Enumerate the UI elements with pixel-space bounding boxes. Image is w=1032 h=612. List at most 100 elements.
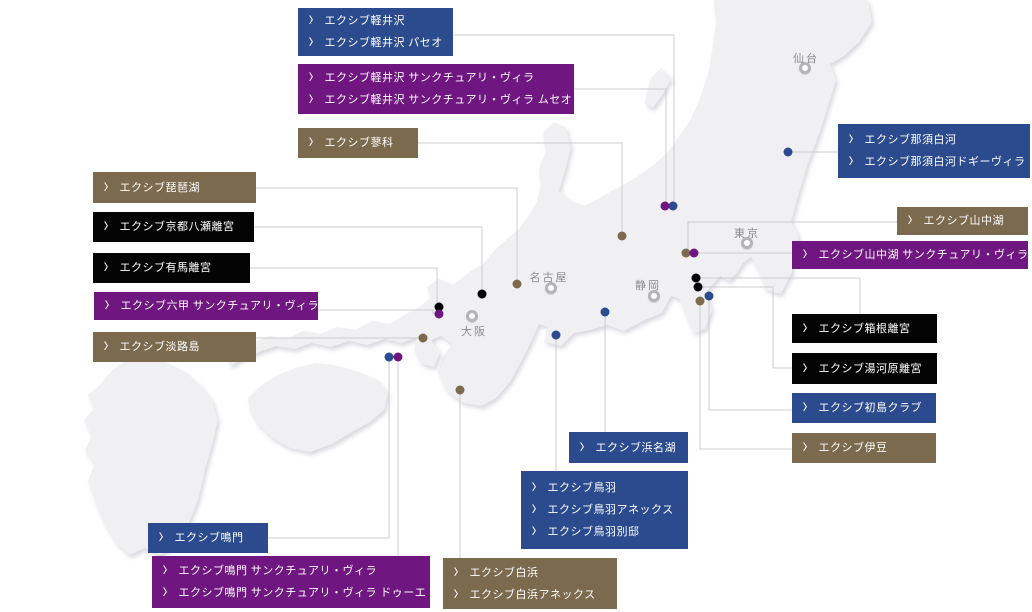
location-dot-karuizawa: [668, 201, 678, 211]
chevron-right-icon: 〉: [104, 221, 114, 231]
location-dot-yamanakako-sanctuary: [689, 248, 699, 258]
location-dot-naruto-sanctuary: [393, 352, 403, 362]
resort-link-karuizawa[interactable]: 〉エクシブ軽井沢: [309, 10, 442, 32]
resort-link-toba[interactable]: 〉エクシブ鳥羽: [532, 477, 677, 499]
chevron-right-icon: 〉: [309, 94, 319, 104]
resort-link-label: エクシブ鳥羽別邸: [547, 526, 640, 538]
resort-link-rokko-sanctuary[interactable]: 〉エクシブ六甲 サンクチュアリ・ヴィラ: [105, 295, 319, 317]
resort-link-karuizawa[interactable]: 〉エクシブ軽井沢 パセオ: [309, 32, 442, 54]
resort-link-kyoto-yase[interactable]: 〉エクシブ京都八瀬離宮: [104, 216, 243, 238]
location-dot-arima: [434, 302, 444, 312]
resort-link-hatsushima[interactable]: 〉エクシブ初島クラブ: [803, 397, 925, 419]
chevron-right-icon: 〉: [105, 300, 115, 310]
honshu-landmass: [227, 0, 872, 406]
chevron-right-icon: 〉: [908, 215, 918, 225]
resort-link-shirahama[interactable]: 〉エクシブ白浜アネックス: [454, 584, 606, 606]
resort-box-hamanako: 〉エクシブ浜名湖: [569, 432, 688, 463]
connector-hatsushima: [708, 300, 792, 411]
resort-link-awajishima[interactable]: 〉エクシブ淡路島: [104, 336, 245, 358]
resort-box-hakone: 〉エクシブ箱根離宮: [792, 314, 937, 343]
chevron-right-icon: 〉: [532, 526, 542, 536]
resort-link-label: エクシブ山中湖 サンクチュアリ・ヴィラ: [818, 249, 1029, 261]
location-dot-rokko-sanctuary: [434, 309, 444, 319]
resort-link-naruto[interactable]: 〉エクシブ鳴門: [159, 527, 257, 549]
resort-link-karuizawa-sanctuary[interactable]: 〉エクシブ軽井沢 サンクチュアリ・ヴィラ ムセオ: [309, 89, 572, 111]
resort-box-nasu-shirakawa: 〉エクシブ那須白河〉エクシブ那須白河ドギーヴィラ: [838, 124, 1030, 178]
resort-link-label: エクシブ軽井沢 サンクチュアリ・ヴィラ: [324, 72, 535, 84]
resort-link-arima[interactable]: 〉エクシブ有馬離宮: [104, 257, 239, 279]
resort-box-karuizawa: 〉エクシブ軽井沢〉エクシブ軽井沢 パセオ: [298, 8, 453, 56]
resort-link-tateshina[interactable]: 〉エクシブ蓼科: [309, 132, 407, 154]
location-dot-hatsushima: [704, 291, 714, 301]
chevron-right-icon: 〉: [454, 588, 464, 599]
location-dot-biwako: [512, 279, 522, 289]
location-dot-yamanakako: [681, 248, 691, 258]
resort-link-hamanako[interactable]: 〉エクシブ浜名湖: [580, 437, 677, 459]
resort-link-nasu-shirakawa[interactable]: 〉エクシブ那須白河: [849, 129, 1019, 151]
resort-link-label: エクシブ初島クラブ: [818, 402, 923, 414]
location-dot-naruto: [384, 352, 394, 362]
location-dot-izu: [695, 296, 705, 306]
location-dot-shirahama: [455, 385, 465, 395]
resort-link-label: エクシブ山中湖: [923, 215, 1005, 227]
resort-link-biwako[interactable]: 〉エクシブ琵琶湖: [104, 177, 245, 199]
connector-izu: [699, 305, 792, 450]
chevron-right-icon: 〉: [803, 249, 813, 259]
sado-island: [645, 68, 671, 108]
chevron-right-icon: 〉: [163, 587, 173, 597]
chevron-right-icon: 〉: [803, 442, 813, 452]
resort-link-label: エクシブ鳥羽アネックス: [547, 504, 674, 516]
chevron-right-icon: 〉: [159, 532, 169, 542]
chevron-right-icon: 〉: [104, 262, 114, 272]
resort-box-izu: 〉エクシブ伊豆: [792, 433, 936, 463]
resort-link-toba[interactable]: 〉エクシブ鳥羽別邸: [532, 521, 677, 543]
resort-link-shirahama[interactable]: 〉エクシブ白浜: [454, 562, 606, 584]
resort-box-naruto-sanctuary: 〉エクシブ鳴門 サンクチュアリ・ヴィラ〉エクシブ鳴門 サンクチュアリ・ヴィラ ド…: [152, 556, 430, 608]
location-dot-hamanako: [600, 307, 610, 317]
resort-link-label: エクシブ浜名湖: [595, 441, 677, 454]
chevron-right-icon: 〉: [104, 341, 114, 351]
location-dot-karuizawa-sanctuary: [660, 201, 670, 211]
resort-link-label: エクシブ鳴門 サンクチュアリ・ヴィラ: [178, 565, 378, 577]
connector-tateshina: [418, 142, 623, 232]
connector-yugawara: [702, 286, 792, 369]
resort-box-naruto: 〉エクシブ鳴門: [148, 523, 268, 553]
chevron-right-icon: 〉: [309, 37, 319, 47]
resort-link-label: エクシブ湯河原離宮: [818, 362, 923, 375]
resort-link-karuizawa-sanctuary[interactable]: 〉エクシブ軽井沢 サンクチュアリ・ヴィラ: [309, 67, 563, 89]
resort-box-yugawara: 〉エクシブ湯河原離宮: [792, 353, 937, 384]
chevron-right-icon: 〉: [309, 137, 319, 147]
resort-link-toba[interactable]: 〉エクシブ鳥羽アネックス: [532, 499, 677, 521]
resort-box-rokko-sanctuary: 〉エクシブ六甲 サンクチュアリ・ヴィラ: [94, 292, 319, 320]
resort-box-yamanakako: 〉エクシブ山中湖: [897, 207, 1028, 235]
resort-link-yamanakako[interactable]: 〉エクシブ山中湖: [908, 210, 1017, 232]
location-dot-toba: [551, 330, 561, 340]
chevron-right-icon: 〉: [309, 15, 319, 25]
chevron-right-icon: 〉: [849, 156, 859, 166]
resort-link-yugawara[interactable]: 〉エクシブ湯河原離宮: [803, 358, 926, 380]
resort-link-label: エクシブ伊豆: [818, 442, 888, 454]
location-dot-yugawara: [693, 282, 703, 292]
connector-hakone: [700, 277, 861, 314]
chevron-right-icon: 〉: [532, 482, 542, 492]
resort-link-nasu-shirakawa[interactable]: 〉エクシブ那須白河ドギーヴィラ: [849, 151, 1025, 173]
resort-box-arima: 〉エクシブ有馬離宮: [93, 253, 250, 283]
resort-link-naruto-sanctuary[interactable]: 〉エクシブ鳴門 サンクチュアリ・ヴィラ ドゥーエ: [163, 582, 426, 604]
connector-naruto: [268, 361, 390, 539]
connector-arima: [250, 267, 438, 303]
location-dot-kyoto-yase: [477, 289, 487, 299]
resort-link-naruto-sanctuary[interactable]: 〉エクシブ鳴門 サンクチュアリ・ヴィラ: [163, 560, 419, 582]
resort-link-yamanakako-sanctuary[interactable]: 〉エクシブ山中湖 サンクチュアリ・ヴィラ: [803, 244, 1028, 266]
resort-link-label: エクシブ京都八瀬離宮: [119, 221, 235, 233]
chevron-right-icon: 〉: [849, 134, 859, 144]
resort-link-hakone[interactable]: 〉エクシブ箱根離宮: [803, 318, 926, 340]
chevron-right-icon: 〉: [803, 322, 813, 333]
resort-link-label: エクシブ箱根離宮: [818, 322, 911, 335]
location-dot-awajishima: [418, 333, 428, 343]
resort-link-izu[interactable]: 〉エクシブ伊豆: [803, 437, 925, 459]
chevron-right-icon: 〉: [580, 441, 590, 452]
resort-link-label: エクシブ蓼科: [324, 137, 394, 149]
resort-link-label: エクシブ白浜アネックス: [469, 588, 596, 601]
